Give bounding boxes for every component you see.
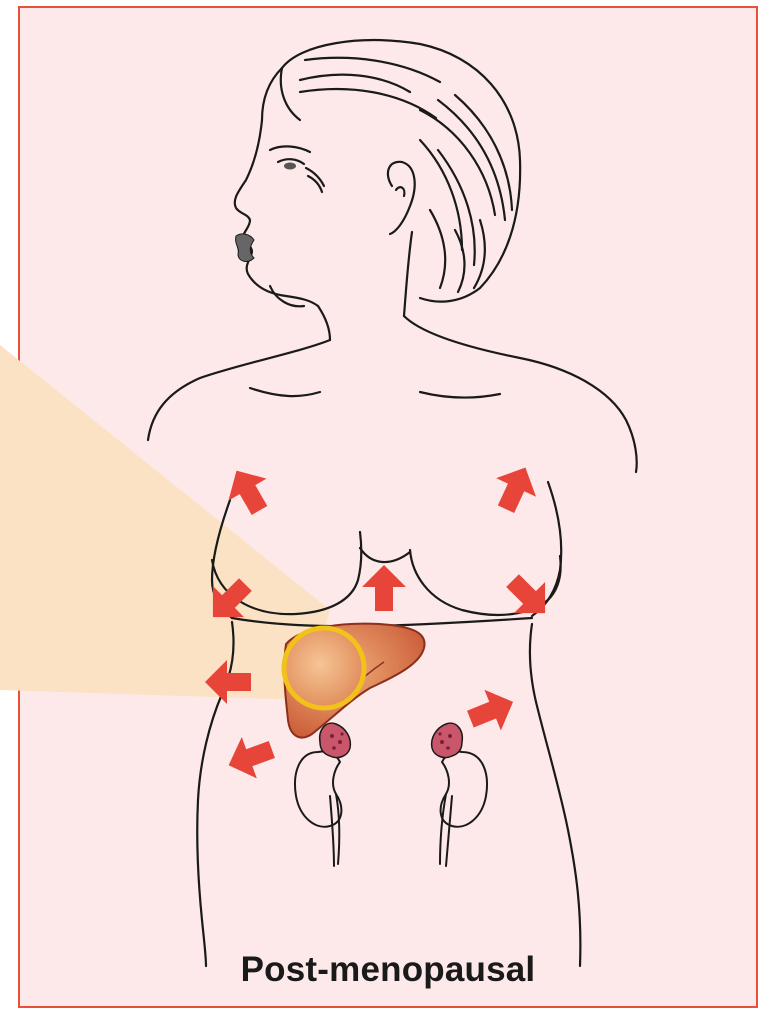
caption-label: Post-menopausal xyxy=(18,950,758,990)
arrow-icon xyxy=(221,729,279,786)
arrow-icon xyxy=(362,565,406,611)
right-shoulder xyxy=(404,316,637,472)
light-beam xyxy=(0,345,330,700)
adrenal-gland-icon xyxy=(320,723,351,757)
right-adrenal-gland xyxy=(432,723,463,757)
adrenal-glands xyxy=(320,723,463,757)
arrow-icon xyxy=(486,458,545,518)
kidney-icon xyxy=(295,751,341,826)
left-adrenal-gland xyxy=(320,723,351,757)
kidneys xyxy=(295,751,487,866)
arrow-icon xyxy=(462,681,521,739)
liver xyxy=(284,624,425,738)
left-kidney xyxy=(295,751,341,866)
head xyxy=(235,40,520,340)
neck-front xyxy=(318,306,330,340)
liver-highlight-ring xyxy=(284,628,364,708)
right-kidney xyxy=(440,751,487,866)
kidney-icon xyxy=(441,751,487,826)
left-shoulder xyxy=(148,340,330,440)
adrenal-gland-icon xyxy=(432,723,463,757)
